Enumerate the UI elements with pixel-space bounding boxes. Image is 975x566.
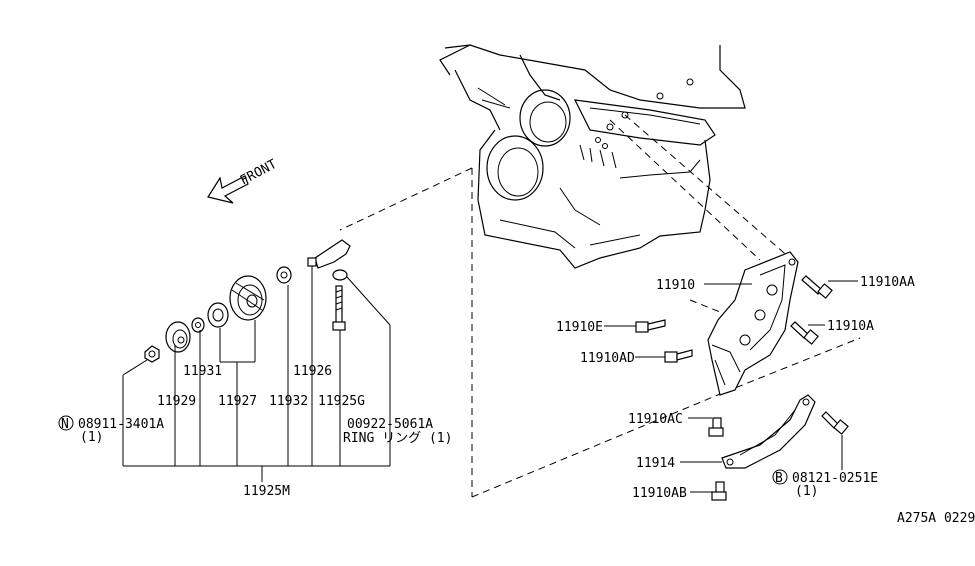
bolt-11925G — [332, 285, 346, 331]
callout-11910A: 11910A — [827, 319, 874, 334]
callout-08911-3401A: N 08911-3401A (1) — [58, 415, 164, 445]
washer-11931 — [191, 317, 205, 333]
shaft-11926 — [307, 239, 351, 269]
nut-08911-3401A — [144, 345, 160, 363]
description-00922-5061A: RING リング (1) — [343, 431, 452, 446]
leader-lines-right — [604, 280, 858, 493]
symbol-b: B — [775, 471, 783, 486]
symbol-n-circle — [58, 415, 74, 431]
ring-00922-5061A — [332, 269, 348, 281]
pulley-11927 — [229, 275, 267, 321]
spacer-11932 — [276, 266, 292, 284]
symbol-b-circle — [772, 469, 788, 485]
bolt-08121-0251E — [821, 411, 849, 435]
callout-11910AB: 11910AB — [632, 486, 687, 501]
bolt-11910AA — [801, 275, 833, 299]
part-number-08121-0251E: 08121-0251E — [792, 471, 878, 486]
part-number-00922-5061A: 00922-5061A — [347, 417, 433, 432]
symbol-n: N — [61, 417, 69, 432]
leader-lines-left — [122, 266, 391, 482]
callout-11927: 11927 — [218, 394, 257, 409]
callout-11914: 11914 — [636, 456, 675, 471]
callout-00922-5061A: 00922-5061A RING リング (1) — [343, 417, 452, 446]
part-number-08911-3401A: 08911-3401A — [78, 417, 164, 432]
assembly-guide-lines — [339, 114, 861, 498]
callout-11910E: 11910E — [556, 320, 603, 335]
pulley-11929 — [165, 321, 191, 353]
bracket-11914 — [721, 394, 816, 469]
front-direction-arrow: FRONT — [207, 157, 280, 204]
bearing-11927-small — [207, 302, 229, 328]
quantity-08911-3401A: (1) — [80, 430, 103, 445]
figure-code: A275A 0229 — [897, 511, 975, 526]
quantity-08121-0251E: (1) — [795, 484, 818, 499]
callout-11925M: 11925M — [243, 484, 290, 499]
callout-11931: 11931 — [183, 364, 222, 379]
bolt-11910AB — [711, 481, 727, 501]
bolt-11910E — [635, 319, 666, 333]
engine-block-illustration — [439, 44, 746, 269]
callout-11910: 11910 — [656, 278, 695, 293]
bolt-11910AC — [708, 417, 724, 437]
callout-11910AC: 11910AC — [628, 412, 683, 427]
callout-11932: 11932 — [269, 394, 308, 409]
callout-11929: 11929 — [157, 394, 196, 409]
callout-11910AA: 11910AA — [860, 275, 915, 290]
bracket-11910 — [707, 251, 799, 396]
callout-11926: 11926 — [293, 364, 332, 379]
front-label: FRONT — [238, 157, 280, 189]
callout-11925G: 11925G — [318, 394, 365, 409]
bolt-11910AD — [664, 349, 693, 363]
callout-08121-0251E: B 08121-0251E (1) — [772, 469, 878, 499]
callout-11910AD: 11910AD — [580, 351, 635, 366]
bolt-11910A — [790, 321, 819, 345]
